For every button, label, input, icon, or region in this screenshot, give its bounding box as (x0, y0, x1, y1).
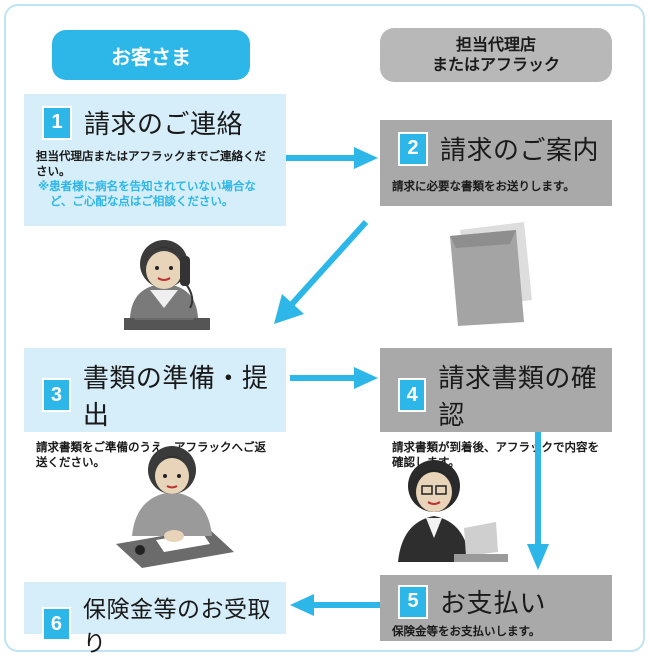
arrow-step3-to-step4 (290, 367, 378, 389)
step-5-title: お支払い (440, 589, 547, 619)
step-3-number: 3 (42, 378, 71, 412)
step-2-box: 2 請求のご案内 請求に必要な書類をお送りします。 (380, 120, 612, 206)
step-1-title: 請求のご連絡 (84, 110, 244, 140)
step-3-title: 書類の準備・提出 (82, 364, 269, 431)
arrow-step2-to-step3 (274, 219, 369, 324)
phone-caller-illustration (124, 240, 210, 330)
step-3-description: 請求書類をご準備のうえ、アフラックへご返送ください。 (36, 440, 266, 469)
customer-column-header: お客さま (52, 30, 250, 80)
arrow-step1-to-step2 (286, 147, 378, 169)
step-6-number: 6 (42, 607, 71, 641)
step-6-box: 6 保険金等のお受取り (24, 582, 286, 657)
step-2-description: 請求に必要な書類をお送りします。 (392, 179, 575, 193)
writing-person-illustration (116, 446, 234, 568)
step-1-description: 担当代理店またはアフラックまでご連絡ください。 (36, 149, 266, 178)
step-1-number: 1 (42, 105, 72, 140)
step-1-box: 1 請求のご連絡 担当代理店またはアフラックまでご連絡ください。 ※患者様に病名… (24, 94, 286, 226)
customer-header-label: お客さま (111, 44, 191, 69)
step-1-note: ※患者様に病名を告知されていない場合など、ご心配な点はご相談ください。 (38, 179, 256, 208)
step-4-title: 請求書類の確認 (438, 364, 598, 431)
agent-header-line1: 担当代理店 (455, 35, 536, 54)
step-5-number: 5 (398, 584, 428, 619)
arrow-step5-to-step6 (290, 594, 380, 616)
step-2-number: 2 (398, 131, 428, 166)
arrow-step4-to-step5 (527, 432, 549, 570)
step-5-description: 保険金等をお支払いします。 (392, 624, 541, 638)
step-2-title: 請求のご案内 (440, 136, 600, 166)
step-4-box: 4 請求書類の確認 請求書類が到着後、アフラックで内容を確認します。 (380, 348, 612, 469)
step-5-box: 5 お支払い 保険金等をお支払いします。 (380, 575, 612, 641)
step-6-title: 保険金等のお受取り (82, 597, 271, 657)
step-3-box: 3 書類の準備・提出 請求書類をご準備のうえ、アフラックへご返送ください。 (24, 348, 286, 469)
step-4-number: 4 (398, 378, 427, 412)
agent-column-header: 担当代理店 またはアフラック (380, 28, 612, 82)
envelope-illustration (450, 222, 532, 326)
office-worker-laptop-illustration (398, 460, 508, 562)
agent-header-line2: またはアフラック (431, 55, 560, 74)
